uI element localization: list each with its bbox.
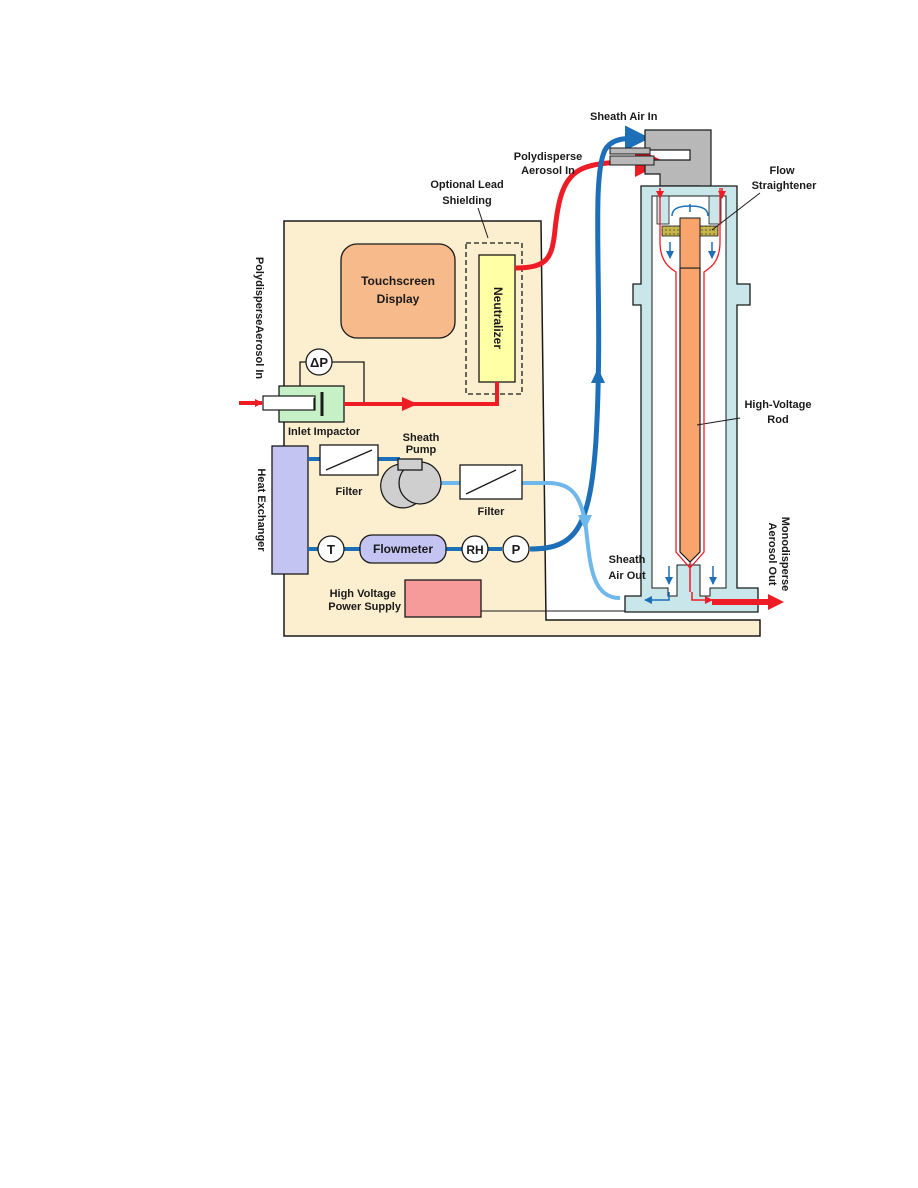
sheath-out-arrowhead (578, 515, 592, 530)
hv-power-label-2: Power Supply (328, 601, 402, 613)
sheath-pump-label-1: Sheath (403, 432, 440, 444)
aerosol-inlet-fitting (609, 155, 655, 166)
temperature-label: T (327, 542, 335, 557)
sheath-split (671, 204, 709, 217)
polydisperse-top-label-2: Aerosol In (521, 165, 575, 177)
neutralizer-label: Neutralizer (491, 287, 505, 349)
monodisperse-label-1: Monodisperse (779, 517, 791, 592)
monodisperse-out-arrowhead (768, 594, 784, 610)
touchscreen-display (340, 243, 456, 339)
filter-1-label: Filter (336, 486, 364, 498)
sheath-air-in-label: Sheath Air In (590, 111, 658, 123)
rod-label-1: High-Voltage (744, 399, 811, 411)
optional-lead-shielding (465, 242, 523, 395)
heat-exchanger (271, 445, 309, 575)
monodisperse-label-2: Aerosol Out (766, 523, 778, 586)
hv-power-supply (404, 579, 482, 618)
flow-straightener-label-2: Straightener (752, 180, 818, 192)
aerosol-column-flow-left (659, 188, 691, 569)
sheath-to-column-tube (529, 125, 650, 552)
inlet-impactor-nozzle (262, 395, 316, 411)
aerosol-internal-flow (344, 382, 499, 406)
delta-p-label: ΔP (310, 355, 328, 370)
aerosol-flow-arrowhead (402, 397, 418, 411)
shielding-callout (477, 207, 489, 239)
touchscreen-label-2: Display (377, 292, 420, 306)
rh-sensor (461, 535, 489, 563)
pressure-sensor (502, 535, 530, 563)
pressure-label: P (512, 542, 521, 557)
flowmeter-label: Flowmeter (373, 542, 433, 556)
sheath-air-out-label-2: Air Out (608, 570, 646, 582)
optional-lead-label-1: Optional Lead (430, 179, 503, 191)
neutralizer (478, 254, 516, 383)
hv-power-label-1: High Voltage (330, 588, 396, 600)
rod-label-2: Rod (767, 414, 788, 426)
sheath-pump-inlet (397, 458, 423, 471)
temperature-sensor (317, 535, 345, 563)
polydisperse-top-label-1: Polydisperse (514, 151, 582, 163)
delta-p-gauge (305, 348, 333, 376)
flow-straightener-label-1: Flow (769, 165, 794, 177)
aerosol-column-flow-right (689, 188, 721, 569)
aerosol-exit-arrow (691, 592, 713, 604)
sheath-exit-arrow (644, 592, 670, 604)
sheath-up-arrowhead (591, 368, 605, 383)
sheath-pump-label-2: Pump (406, 444, 437, 456)
filter-2-label: Filter (478, 506, 506, 518)
heat-exchanger-label: Heat Exchanger (255, 468, 267, 552)
polydisperse-side-label: PolydisperseAerosol In (253, 257, 265, 380)
sheath-air-out-label-1: Sheath (609, 554, 646, 566)
sheath-inlet-fitting (609, 147, 651, 155)
rh-label: RH (466, 543, 483, 557)
delta-p-tubing (299, 361, 365, 404)
optional-lead-label-2: Shielding (442, 195, 492, 207)
high-voltage-rod (679, 267, 701, 563)
flowmeter (359, 534, 447, 564)
touchscreen-label-1: Touchscreen (361, 274, 435, 288)
inlet-impactor-label: Inlet Impactor (288, 426, 361, 438)
